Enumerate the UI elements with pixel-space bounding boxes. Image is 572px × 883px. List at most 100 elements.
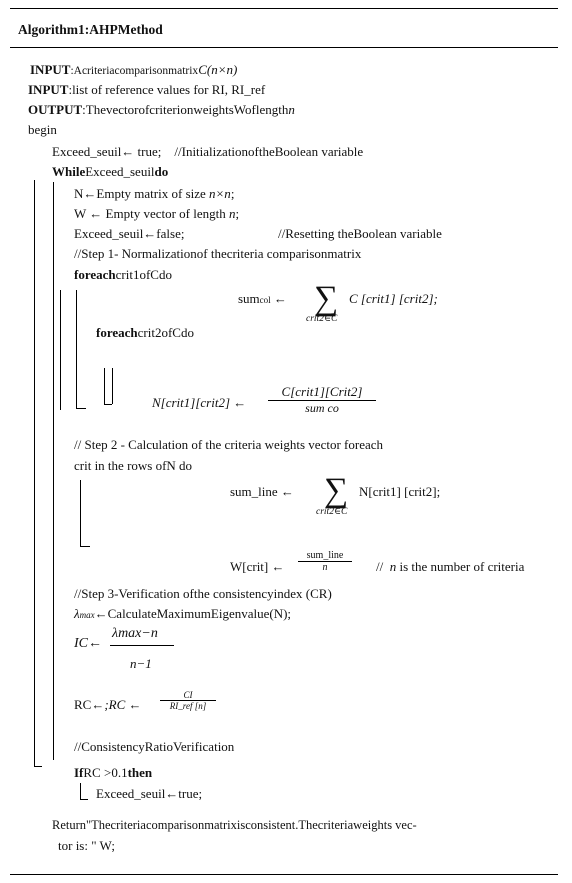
sumline-lhs: sum_line ← — [230, 484, 294, 499]
foreach1-keyword: foreach — [74, 267, 116, 282]
output-line: OUTPUT:ThevectorofcriterionweightsWoflen… — [28, 102, 295, 118]
while-keyword: While — [52, 164, 86, 179]
rc-fraction: CI RI_ref [n] — [160, 690, 216, 711]
if-line: IfRC >0.1then — [74, 765, 152, 781]
foreach1-text: crit1ofC — [115, 267, 159, 282]
foreach2-block-line-a — [104, 368, 105, 404]
exceed-true-line: Exceed_seuil←true; — [96, 786, 203, 801]
while-block-line-outer — [34, 180, 35, 766]
n-init-line: N←Empty matrix of size n×n; — [74, 186, 234, 202]
if-block-end-tick — [80, 799, 88, 800]
wcrit-comment-tail: is the number of criteria — [399, 559, 525, 574]
step2-block-line — [80, 480, 81, 546]
input-math: C(n×n) — [198, 62, 238, 77]
top-rule — [10, 8, 558, 9]
rc-math: ;RC ← — [104, 697, 142, 712]
rc-text: RC← — [74, 697, 105, 712]
wcrit-fraction: sum_line n — [298, 550, 352, 573]
foreach2-line: foreachcrit2ofCdo — [96, 325, 194, 341]
while-block-line-inner — [53, 182, 54, 760]
rc-numerator: CI — [160, 690, 216, 701]
norm-lhs: N[crit1][crit2] ← — [152, 395, 247, 410]
foreach2-keyword: foreach — [96, 325, 138, 340]
foreach2-block-line-b — [112, 368, 113, 404]
w-init-end: ; — [235, 206, 240, 221]
n-init-math: n×n — [209, 186, 231, 201]
init-statement: Exceed_seuil← true; — [52, 144, 162, 159]
ic-numerator: λmax−n — [112, 626, 158, 641]
wcrit-comment-n: n — [389, 559, 397, 574]
while-line: WhileExceed_seuildo — [52, 164, 168, 180]
sumline-sigma: ∑ — [324, 472, 349, 509]
sumcol-arrow: ← — [273, 291, 287, 306]
wcrit-denominator: n — [322, 562, 328, 573]
bottom-rule — [10, 874, 558, 875]
foreach1-block-line-b — [76, 290, 77, 408]
if-condition: RC >0.1 — [83, 765, 128, 780]
input-text: :Acriteriacomparisonmatrix — [70, 65, 199, 77]
output-w: W — [233, 102, 246, 117]
w-init-math: n — [229, 206, 236, 221]
ic-fraction-bar — [110, 645, 174, 646]
reset-comment: //Resetting theBoolean variable — [278, 226, 442, 241]
rc-denominator: RI_ref [n] — [169, 701, 207, 711]
rc-line: RC←;RC ← — [74, 697, 142, 713]
input-keyword: INPUT — [30, 62, 71, 77]
step2-comment-1: // Step 2 - Calculation of the criteria … — [74, 437, 383, 452]
input-line-1: INPUT:AcriteriacomparisonmatrixC(n×n) — [30, 62, 237, 78]
algorithm-title: Algorithm1:AHPMethod — [18, 22, 163, 37]
lambda-text: ←CalculateMaximumEigenvalue(N); — [94, 606, 292, 621]
sumcol-under: crit2∈C — [306, 314, 338, 324]
sumcol-label: sum — [238, 291, 260, 306]
norm-denominator: sum co — [305, 401, 339, 415]
foreach2-block-end-tick — [104, 404, 112, 405]
sumline-under: crit2∈C — [316, 507, 348, 517]
output-tail: oflength — [245, 102, 289, 117]
foreach2-do: do — [180, 325, 194, 340]
while-block-end-tick — [34, 766, 42, 767]
step3-comment: //Step 3-Verification ofthe consistencyi… — [74, 586, 332, 601]
wcrit-comment-slashes: // — [376, 559, 384, 574]
return-line-1: Return"Thecriteriacomparisonmatrixiscons… — [52, 818, 417, 832]
lambda-line: λmax←CalculateMaximumEigenvalue(N); — [74, 606, 291, 622]
foreach1-do: do — [158, 267, 172, 282]
input-line-2: INPUT:list of reference values for RI, R… — [28, 82, 265, 98]
if-keyword: If — [74, 765, 84, 780]
input-text-2: :list of reference values for RI, RI_ref — [68, 82, 266, 97]
wcrit-numerator: sum_line — [298, 550, 352, 562]
foreach1-block-end-tick — [76, 408, 86, 409]
foreach1-line: foreachcrit1ofCdo — [74, 267, 172, 283]
begin-line: begin — [28, 122, 57, 137]
step2-block-end-tick — [80, 546, 90, 547]
norm-numerator: C[crit1][Crit2] — [268, 384, 376, 401]
title-rule — [10, 47, 558, 48]
while-condition: Exceed_seuil — [85, 164, 155, 179]
sumcol-lhs: sumcol ← — [238, 291, 287, 307]
output-n: n — [288, 102, 295, 117]
sumcol-subscript: col — [259, 295, 271, 305]
crv-comment: //ConsistencyRatioVerification — [74, 739, 235, 754]
foreach1-block-line-a — [60, 290, 61, 410]
w-init-line: W ← Empty vector of length n; — [74, 206, 239, 222]
return-line-2: tor is: " W; — [58, 838, 115, 853]
foreach2-text: crit2ofC — [137, 325, 181, 340]
input-keyword-2: INPUT — [28, 82, 69, 97]
lambda-symbol: λ — [74, 606, 80, 621]
init-comment: //Initializationofthe — [174, 144, 275, 159]
sumcol-rhs-text: C [crit1] [crit2]; — [349, 291, 438, 306]
sumcol-sigma: ∑ — [314, 280, 339, 317]
init-line: Exceed_seuil← true; //Initializationofth… — [52, 144, 363, 160]
lambda-subscript: max — [79, 610, 95, 620]
step1-comment: //Step 1- Normalizationof thecriteria co… — [74, 246, 362, 261]
reset-line: Exceed_seuil←false; — [74, 226, 184, 242]
if-block-line — [80, 783, 81, 799]
ic-lhs: IC← — [74, 636, 102, 651]
output-text: :Thevectorofcriterionweights — [82, 102, 234, 117]
w-init-text: W ← Empty vector of length — [74, 206, 230, 221]
sumline-rhs: N[crit1] [crit2]; — [359, 484, 441, 499]
ic-denominator: n−1 — [130, 656, 152, 671]
reset-statement: Exceed_seuil←false; — [74, 226, 185, 241]
wcrit-lhs: W[crit] ← — [230, 559, 285, 574]
sumcol-rhs: C [crit1] [crit2]; — [349, 291, 438, 307]
if-then: then — [127, 765, 153, 780]
